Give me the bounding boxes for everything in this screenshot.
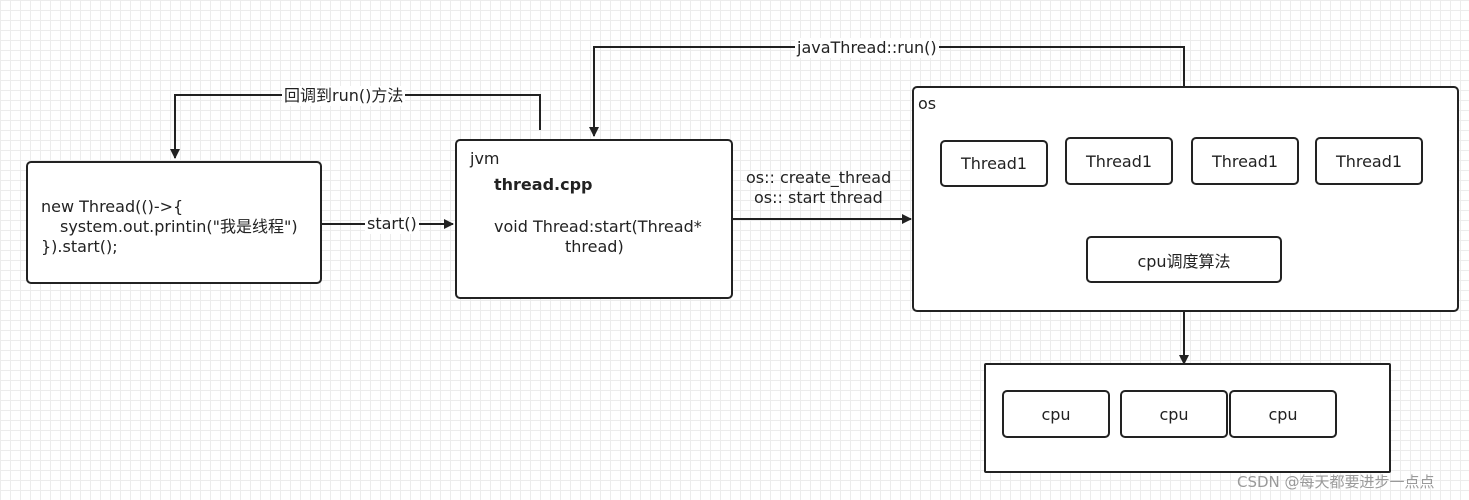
java-run-label: javaThread::run() <box>795 38 939 58</box>
code-line-1: new Thread(()->{ <box>41 197 184 216</box>
jvm-box: jvm thread.cpp void Thread:start(Thread*… <box>455 139 733 299</box>
code-line-3: }).start(); <box>41 237 118 256</box>
callback-label: 回调到run()方法 <box>282 86 406 106</box>
start-label: start() <box>365 214 419 234</box>
jvm-label: jvm <box>470 149 500 168</box>
thread-node-1: Thread1 <box>940 140 1048 187</box>
cpu-node-3: cpu <box>1229 390 1337 438</box>
method-line-2: thread) <box>565 237 624 256</box>
thread-node-3: Thread1 <box>1191 137 1299 185</box>
cpu-node-2: cpu <box>1120 390 1228 438</box>
watermark: CSDN @每天都要进步一点点 <box>1237 473 1435 491</box>
thread-node-2: Thread1 <box>1065 137 1173 185</box>
file-name: thread.cpp <box>494 175 593 194</box>
scheduler-node: cpu调度算法 <box>1086 236 1282 283</box>
thread-node-4: Thread1 <box>1315 137 1423 185</box>
method-line-1: void Thread:start(Thread* <box>494 217 702 236</box>
cpu-node-1: cpu <box>1002 390 1110 438</box>
code-line-2: system.out.printin("我是线程") <box>60 217 298 236</box>
os-create-label: os:: create_thread <box>746 168 892 187</box>
os-start-label: os:: start thread <box>754 188 883 207</box>
os-label: os <box>918 94 937 113</box>
code-box: new Thread(()->{ system.out.printin("我是线… <box>26 161 322 284</box>
